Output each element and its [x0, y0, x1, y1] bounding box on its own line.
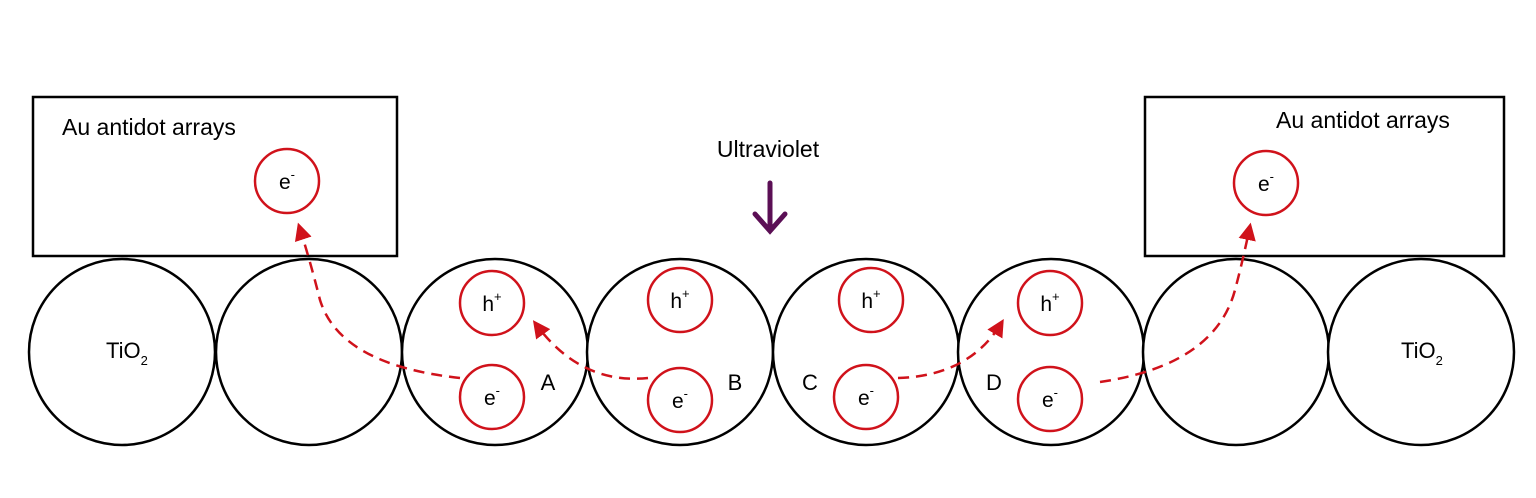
- electron-label-3: e-: [858, 383, 874, 410]
- junction-label-b: B: [728, 370, 743, 395]
- junction-label-c: C: [802, 370, 818, 395]
- electron-label-2: e-: [672, 386, 688, 413]
- hole-label-3: h+: [861, 286, 880, 313]
- tio2-label-right: TiO2: [1401, 338, 1443, 368]
- tio2-particle-6: [956, 257, 1146, 447]
- electron-label-au-left: e-: [279, 167, 295, 194]
- au-label-right: Au antidot arrays: [1276, 107, 1450, 133]
- au-label-left: Au antidot arrays: [62, 114, 236, 140]
- hole-circle-4: [1016, 269, 1084, 337]
- electron-circle-4: [1016, 365, 1084, 433]
- hole-label-1: h+: [482, 289, 501, 316]
- electron-transfer-paths: [294, 222, 1256, 384]
- electron-circles: [458, 363, 1084, 434]
- junction-label-a: A: [541, 370, 556, 395]
- au-box-right: [1143, 95, 1506, 258]
- au-box-left: [31, 95, 399, 258]
- electron-circle-2: [646, 366, 714, 434]
- hole-label-2: h+: [670, 286, 689, 313]
- electron-label-au-right: e-: [1258, 169, 1274, 196]
- electron-label-4: e-: [1042, 385, 1058, 412]
- tio2-label-left: TiO2: [106, 338, 148, 368]
- transfer-path-to-au-left: [294, 222, 461, 380]
- tio2-particle-5: [771, 257, 961, 447]
- electron-circle-1: [458, 363, 526, 431]
- electron-circle-3: [832, 363, 900, 431]
- hole-label-4: h+: [1040, 289, 1059, 316]
- transfer-path-c-to-d: [897, 318, 1004, 380]
- electron-circle-au-left: [253, 147, 321, 215]
- electron-circle-au-right: [1232, 149, 1300, 217]
- electron-label-1: e-: [484, 383, 500, 410]
- tio2-particle-8: [1326, 257, 1516, 447]
- tio2-particle-7: [1141, 257, 1331, 447]
- hole-circle-3: [837, 266, 905, 334]
- hole-circle-1: [458, 269, 526, 337]
- ultraviolet-label: Ultraviolet: [717, 136, 820, 162]
- hole-circles: [458, 266, 1084, 337]
- hole-circle-2: [646, 266, 714, 334]
- tio2-particles: [27, 257, 1516, 447]
- transfer-path-b-to-a: [532, 320, 649, 380]
- tio2-particle-4: [585, 257, 775, 447]
- ultraviolet-arrow-icon: [752, 180, 788, 235]
- junction-label-d: D: [986, 370, 1002, 395]
- tio2-particle-2: [214, 257, 404, 447]
